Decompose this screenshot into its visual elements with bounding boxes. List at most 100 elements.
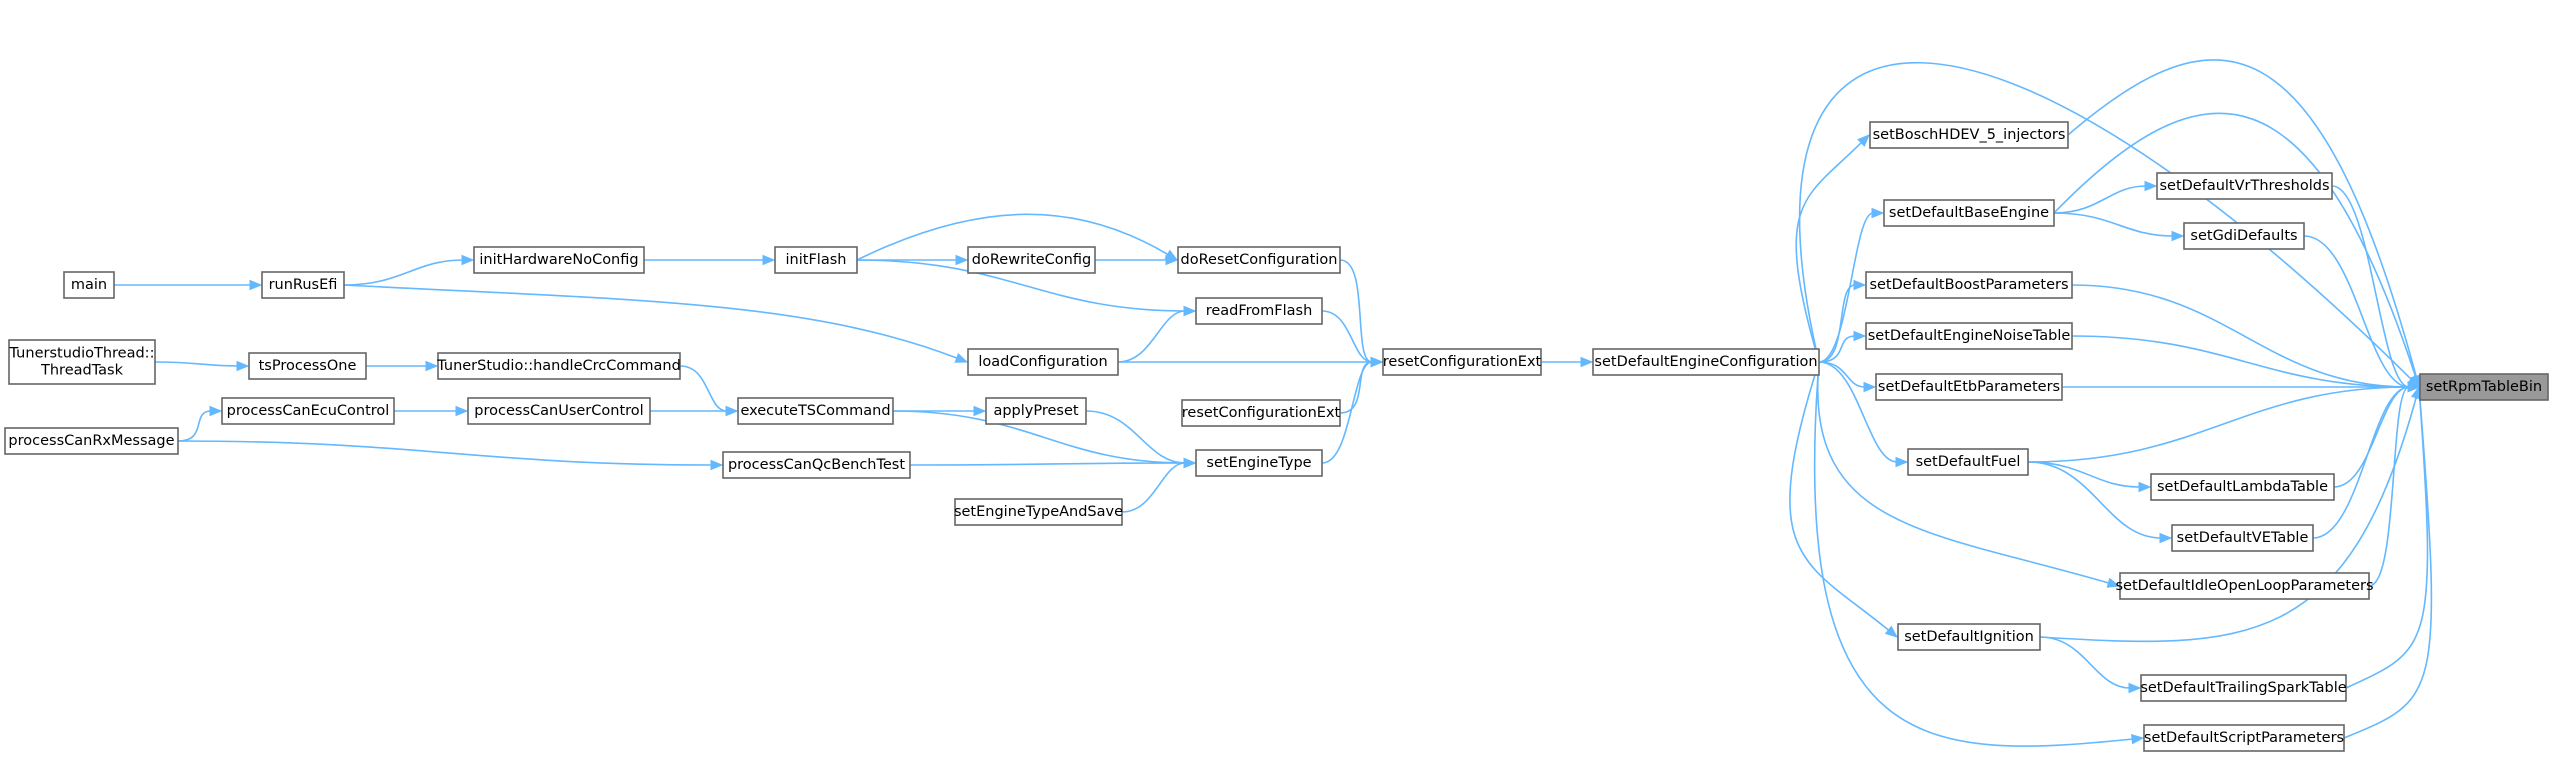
- edge-setEngineType-to-resetConfigurationExt: [1321, 356, 1384, 464]
- node-label: executeTSCommand: [740, 403, 890, 419]
- edge-setDefaultEngineConfiguration-to-setDefaultBoostParameters: [1818, 279, 1867, 363]
- node-resetConfigurationExt[interactable]: resetConfigurationExt: [1382, 348, 1542, 376]
- edge-runRusEfi-to-initHardwareNoConfig: [343, 254, 475, 286]
- node-initHardwareNoConfig[interactable]: initHardwareNoConfig: [473, 246, 645, 274]
- node-setDefaultIgnition[interactable]: setDefaultIgnition: [1897, 623, 2041, 651]
- node-box: [1382, 348, 1542, 376]
- edge-line: [343, 284, 958, 360]
- node-setEngineType[interactable]: setEngineType: [1195, 449, 1323, 477]
- edges-layer: [114, 59, 2433, 747]
- node-box: [2119, 572, 2370, 600]
- node-box: [1865, 271, 2073, 299]
- node-box: [1875, 373, 2063, 401]
- edge-resetConfigurationExt-to-setDefaultEngineConfiguration: [1540, 356, 1594, 368]
- node-doRewriteConfig[interactable]: doRewriteConfig: [967, 246, 1096, 274]
- node-applyPreset[interactable]: applyPreset: [985, 397, 1087, 425]
- node-box: [2171, 524, 2314, 552]
- node-box: [2156, 172, 2333, 200]
- node-box: [985, 397, 1087, 425]
- edge-setDefaultIgnition-to-setDefaultTrailingSparkTable: [2039, 636, 2142, 694]
- edge-line: [1818, 284, 1856, 363]
- arrowhead-icon: [2131, 733, 2145, 745]
- edge-line: [1339, 259, 1373, 363]
- node-box: [1883, 199, 2055, 227]
- node-label: setDefaultBaseEngine: [1889, 205, 2049, 221]
- arrowhead-icon: [710, 459, 724, 471]
- node-executeTSCommand[interactable]: executeTSCommand: [737, 397, 894, 425]
- edge-setDefaultBaseEngine-to-setRpmTableBin: [2053, 112, 2421, 389]
- node-label: TunerStudio::handleCrcCommand: [436, 358, 681, 374]
- edge-line: [2071, 284, 2410, 388]
- edge-setDefaultFuel-to-setDefaultVETable: [2027, 461, 2173, 544]
- node-label: setGdiDefaults: [2190, 228, 2297, 244]
- node-setDefaultVrThresholds[interactable]: setDefaultVrThresholds: [2156, 172, 2333, 200]
- node-box: [1195, 449, 1323, 477]
- edge-line: [1816, 361, 2110, 584]
- node-setDefaultBaseEngine[interactable]: setDefaultBaseEngine: [1883, 199, 2055, 227]
- node-main[interactable]: main: [63, 271, 115, 299]
- edge-setDefaultFuel-to-setDefaultLambdaTable: [2027, 461, 2152, 493]
- node-label: tsProcessOne: [259, 358, 357, 374]
- arrowhead-icon: [2171, 230, 2185, 242]
- node-box: [63, 271, 115, 299]
- node-setDefaultEngineNoiseTable[interactable]: setDefaultEngineNoiseTable: [1865, 322, 2073, 350]
- node-label: doRewriteConfig: [972, 252, 1091, 268]
- node-label: setDefaultEtbParameters: [1878, 379, 2060, 395]
- arrowhead-icon: [2159, 532, 2173, 544]
- edge-line: [2053, 112, 2417, 378]
- edge-initHardwareNoConfig-to-initFlash: [644, 254, 776, 266]
- node-box: [954, 498, 1123, 526]
- node-tsProcessOne[interactable]: tsProcessOne: [248, 352, 367, 380]
- edge-setDefaultIgnition-to-setRpmTableBin: [2039, 385, 2422, 643]
- arrowhead-icon: [425, 360, 439, 372]
- node-setDefaultIdleOpenLoopParameters[interactable]: setDefaultIdleOpenLoopParameters: [2115, 572, 2374, 600]
- node-handleCrcCommand[interactable]: TunerStudio::handleCrcCommand: [436, 352, 681, 380]
- node-setDefaultScriptParameters[interactable]: setDefaultScriptParameters: [2143, 724, 2345, 752]
- arrowhead-icon: [1370, 356, 1384, 368]
- node-label: setDefaultScriptParameters: [2144, 730, 2344, 746]
- edge-setDefaultEngineConfiguration-to-setDefaultFuel: [1818, 361, 1909, 468]
- node-processCanQcBenchTest[interactable]: processCanQcBenchTest: [722, 451, 911, 479]
- edge-applyPreset-to-setEngineType: [1085, 410, 1197, 469]
- node-setDefaultVETable[interactable]: setDefaultVETable: [2171, 524, 2314, 552]
- node-label: runRusEfi: [269, 277, 338, 293]
- node-setDefaultEtbParameters[interactable]: setDefaultEtbParameters: [1875, 373, 2063, 401]
- edge-loadConfiguration-to-readFromFlash: [1117, 305, 1197, 363]
- node-box: [2150, 473, 2335, 501]
- node-setDefaultTrailingSparkTable[interactable]: setDefaultTrailingSparkTable: [2140, 674, 2347, 702]
- edge-line: [2067, 59, 2418, 378]
- node-doResetConfiguration[interactable]: doResetConfiguration: [1177, 246, 1341, 274]
- node-label: doResetConfiguration: [1181, 252, 1338, 268]
- node-runRusEfi[interactable]: runRusEfi: [261, 271, 345, 299]
- node-setDefaultEngineConfiguration[interactable]: setDefaultEngineConfiguration: [1592, 348, 1820, 376]
- node-processCanEcuControl[interactable]: processCanEcuControl: [221, 397, 395, 425]
- node-box: [467, 397, 651, 425]
- edge-line: [2312, 386, 2410, 539]
- edge-line: [1818, 361, 1898, 463]
- node-box: [1592, 348, 1820, 376]
- node-setGdiDefaults[interactable]: setGdiDefaults: [2183, 222, 2305, 250]
- node-label: setDefaultLambdaTable: [2157, 479, 2328, 495]
- node-processCanRxMessage[interactable]: processCanRxMessage: [4, 427, 179, 455]
- node-setDefaultBoostParameters[interactable]: setDefaultBoostParameters: [1865, 271, 2073, 299]
- edge-processCanEcuControl-to-processCanUserControl: [393, 405, 469, 417]
- edge-line: [2345, 396, 2429, 689]
- node-setBoschHDEV_5_injectors[interactable]: setBoschHDEV_5_injectors: [1869, 121, 2069, 149]
- node-label: processCanRxMessage: [8, 433, 174, 449]
- node-setDefaultLambdaTable[interactable]: setDefaultLambdaTable: [2150, 473, 2335, 501]
- node-readFromFlash[interactable]: readFromFlash: [1195, 297, 1323, 325]
- node-processCanUserControl[interactable]: processCanUserControl: [467, 397, 651, 425]
- node-setEngineTypeAndSave[interactable]: setEngineTypeAndSave: [954, 498, 1123, 526]
- arrowhead-icon: [725, 405, 739, 417]
- edge-setDefaultFuel-to-setRpmTableBin: [2027, 381, 2421, 463]
- node-loadConfiguration[interactable]: loadConfiguration: [967, 348, 1119, 376]
- node-resetConfigurationExt2[interactable]: resetConfigurationExt: [1181, 399, 1341, 427]
- arrowhead-icon: [1871, 207, 1885, 219]
- node-initFlash[interactable]: initFlash: [774, 246, 858, 274]
- edge-processCanRxMessage-to-processCanQcBenchTest: [177, 440, 724, 471]
- edge-line: [343, 259, 464, 286]
- node-setDefaultFuel[interactable]: setDefaultFuel: [1907, 448, 2029, 476]
- arrowhead-icon: [236, 360, 250, 372]
- node-tsThreadTask[interactable]: TunerstudioThread::ThreadTask: [8, 339, 156, 385]
- edge-line: [2053, 185, 2147, 214]
